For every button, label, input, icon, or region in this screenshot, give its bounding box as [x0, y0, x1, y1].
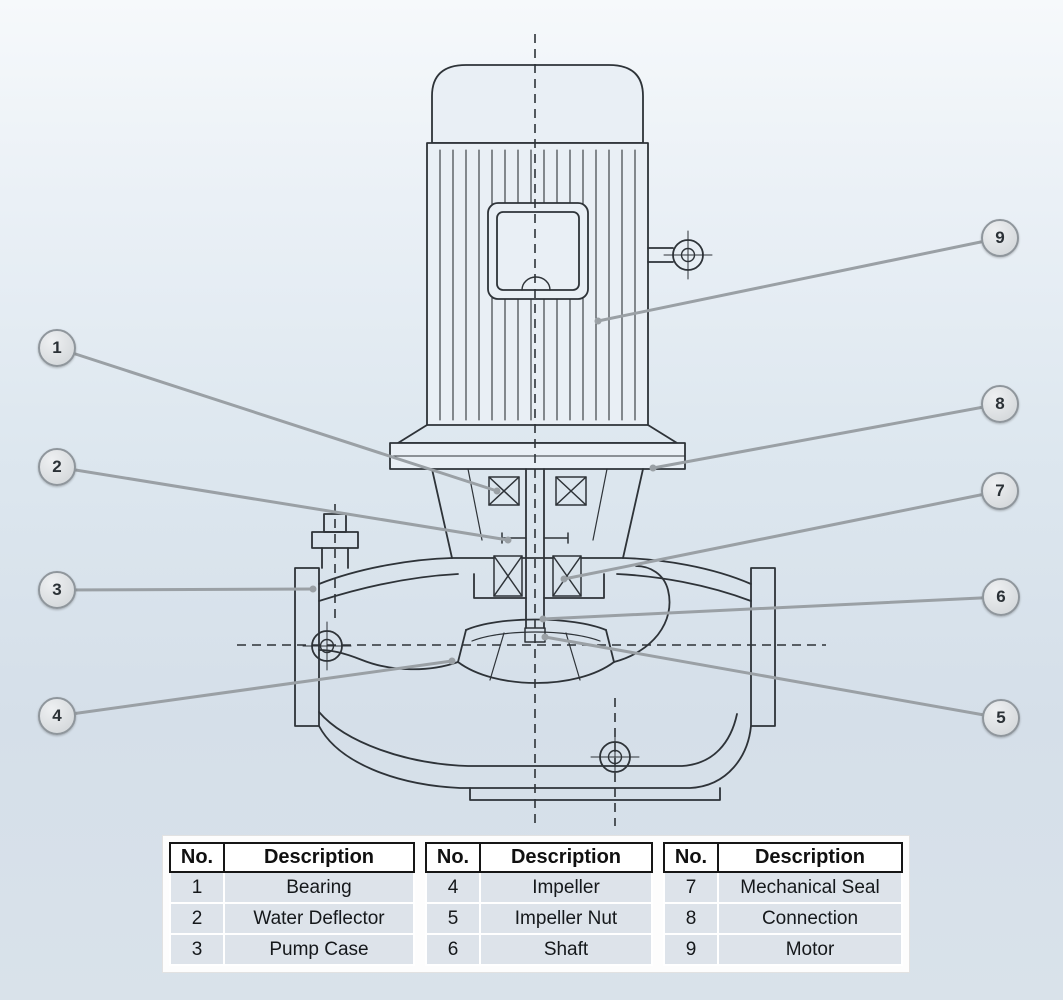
part-description-cell: Bearing [223, 871, 415, 904]
part-description-cell: Impeller Nut [479, 902, 653, 935]
parts-table-3: No. Description 7 Mechanical Seal 8 Conn… [663, 842, 903, 966]
col-header-description: Description [223, 842, 415, 873]
leader-line-5 [543, 635, 1003, 720]
part-no-cell: 6 [425, 933, 481, 966]
leader-line-9 [596, 236, 1002, 323]
part-description-cell: Water Deflector [223, 902, 415, 935]
casing-port-stub [311, 513, 359, 569]
table-row: 5 Impeller Nut [425, 902, 653, 935]
mechanical-seal-symbols [473, 555, 605, 599]
water-deflector [501, 532, 569, 544]
centerlines [237, 34, 826, 826]
part-description-cell: Shaft [479, 933, 653, 966]
table-row: 6 Shaft [425, 933, 653, 966]
conduit-entry-symbol [647, 230, 713, 280]
parts-table-1: No. Description 1 Bearing 2 Water Deflec… [169, 842, 415, 966]
table-header-row: No. Description [169, 842, 415, 873]
col-header-no: No. [425, 842, 481, 873]
part-description-cell: Connection [717, 902, 903, 935]
leader-line-6 [541, 595, 1003, 621]
table-row: 4 Impeller [425, 871, 653, 904]
part-description-cell: Pump Case [223, 933, 415, 966]
discharge-flange [750, 567, 776, 727]
table-row: 3 Pump Case [169, 933, 415, 966]
callout-badge-3: 3 [38, 571, 76, 609]
table-row: 9 Motor [663, 933, 903, 966]
leader-line-1 [55, 346, 499, 493]
callout-badge-5: 5 [982, 699, 1020, 737]
junction-box [487, 202, 589, 300]
part-description-cell: Motor [717, 933, 903, 966]
part-no-cell: 4 [425, 871, 481, 904]
leader-line-8 [651, 402, 1002, 470]
part-no-cell: 1 [169, 871, 225, 904]
leader-line-7 [562, 489, 1002, 581]
callout-badge-4: 4 [38, 697, 76, 735]
leader-lines [55, 236, 1003, 720]
callout-badge-6: 6 [982, 578, 1020, 616]
table-row: 2 Water Deflector [169, 902, 415, 935]
col-header-description: Description [479, 842, 653, 873]
parts-table-panel: No. Description 1 Bearing 2 Water Deflec… [163, 836, 909, 972]
table-row: 8 Connection [663, 902, 903, 935]
callout-badge-9: 9 [981, 219, 1019, 257]
table-header-row: No. Description [425, 842, 653, 873]
col-header-no: No. [169, 842, 225, 873]
callout-badge-7: 7 [981, 472, 1019, 510]
part-description-cell: Impeller [479, 871, 653, 904]
part-no-cell: 9 [663, 933, 719, 966]
leader-line-4 [55, 659, 454, 718]
table-row: 1 Bearing [169, 871, 415, 904]
col-header-description: Description [717, 842, 903, 873]
col-header-no: No. [663, 842, 719, 873]
callout-badge-2: 2 [38, 448, 76, 486]
impeller [457, 618, 615, 684]
callout-badge-1: 1 [38, 329, 76, 367]
leader-line-3 [55, 587, 315, 592]
leader-line-2 [55, 465, 510, 542]
part-no-cell: 5 [425, 902, 481, 935]
part-no-cell: 8 [663, 902, 719, 935]
bolt-hole-symbol-left [302, 621, 352, 671]
callout-badge-8: 8 [981, 385, 1019, 423]
shaft [525, 468, 545, 629]
part-no-cell: 3 [169, 933, 225, 966]
suction-flange [294, 567, 320, 727]
part-no-cell: 7 [663, 871, 719, 904]
motor-flange [389, 442, 686, 470]
table-row: 7 Mechanical Seal [663, 871, 903, 904]
parts-table-2: No. Description 4 Impeller 5 Impeller Nu… [425, 842, 653, 966]
lantern-connection [431, 468, 644, 559]
bearing-symbols [488, 476, 587, 506]
part-no-cell: 2 [169, 902, 225, 935]
table-header-row: No. Description [663, 842, 903, 873]
part-description-cell: Mechanical Seal [717, 871, 903, 904]
